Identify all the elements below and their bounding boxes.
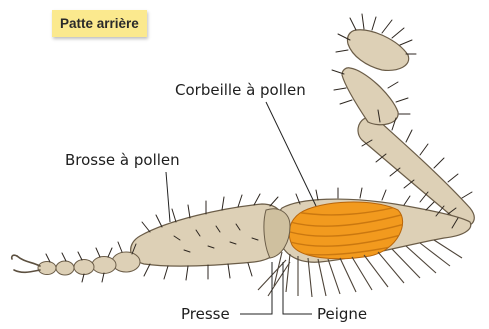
tarsus-segments	[38, 252, 140, 275]
label-pollen-press: Presse	[181, 305, 230, 323]
label-pollen-brush: Brosse à pollen	[65, 151, 180, 169]
basitarsus-segment	[131, 204, 286, 266]
leader-line-brosse	[166, 172, 170, 222]
tarsal-claws	[12, 255, 40, 272]
trochanter-segment	[342, 68, 398, 125]
label-pollen-basket: Corbeille à pollen	[175, 81, 306, 99]
leader-line-presse	[240, 262, 272, 314]
leader-line-corbeille	[266, 102, 316, 206]
coxa-segment	[347, 30, 408, 71]
diagram-title-tag: Patte arrière	[52, 10, 147, 37]
label-comb: Peigne	[317, 305, 367, 323]
